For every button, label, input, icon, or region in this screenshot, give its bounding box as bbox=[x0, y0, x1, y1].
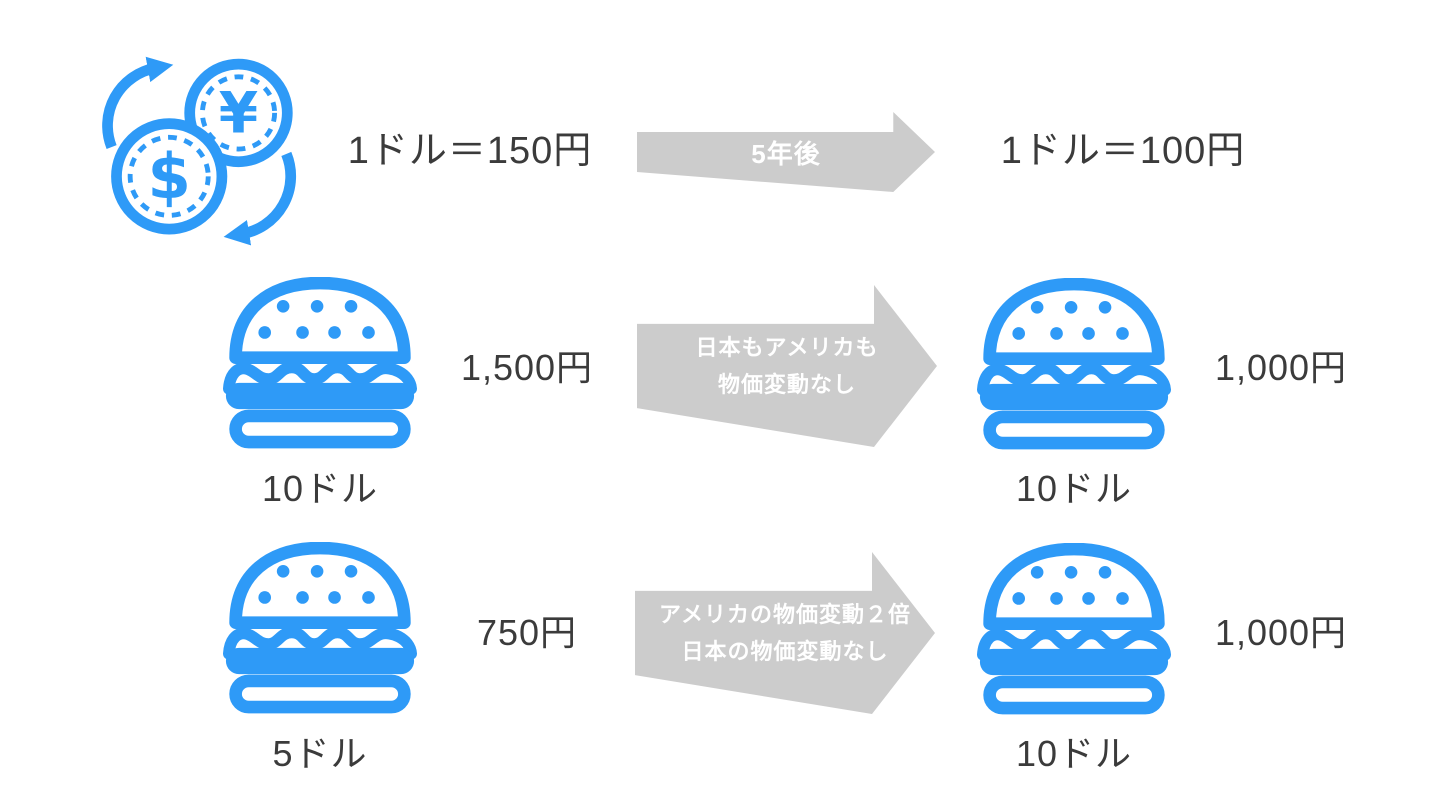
patty bbox=[225, 382, 415, 410]
price-jpy-row1-left: 1,500円 bbox=[460, 347, 594, 388]
cycle-arrow-up-icon bbox=[102, 56, 174, 150]
five-years-arrow: 5年後 bbox=[637, 112, 935, 192]
price-jpy-row1-right: 1,000円 bbox=[1214, 347, 1348, 388]
yen-coin-icon: ¥ bbox=[184, 58, 293, 168]
no-inflation-arrow: 日本もアメリカも 物価変動なし bbox=[637, 285, 937, 447]
cycle-arrow-down-icon bbox=[223, 151, 297, 246]
lettuce bbox=[977, 362, 1171, 396]
price-usd-row1-left: 10ドル bbox=[261, 468, 379, 509]
price-jpy-row2-right: 1,000円 bbox=[1214, 612, 1348, 653]
currency-exchange-icon: ¥ $ bbox=[102, 56, 297, 246]
sesame-seeds bbox=[1012, 300, 1129, 340]
burger-icon bbox=[223, 542, 417, 714]
bun-bottom bbox=[983, 675, 1165, 715]
sesame-seeds bbox=[258, 299, 375, 339]
patty bbox=[979, 383, 1169, 411]
burger-icon bbox=[977, 543, 1171, 715]
burger-icon bbox=[223, 277, 417, 449]
lettuce bbox=[977, 627, 1171, 661]
bun-top bbox=[229, 542, 411, 630]
bun-bottom bbox=[229, 409, 411, 449]
lettuce bbox=[223, 626, 417, 660]
exchange-rate-before: 1ドル＝150円 bbox=[347, 130, 593, 172]
bun-top bbox=[229, 277, 411, 365]
patty bbox=[979, 648, 1169, 676]
yen-symbol: ¥ bbox=[219, 80, 258, 146]
bun-bottom bbox=[983, 410, 1165, 450]
price-usd-row2-left: 5ドル bbox=[272, 733, 368, 774]
bun-top bbox=[983, 543, 1165, 631]
price-jpy-row2-left: 750円 bbox=[476, 612, 578, 653]
bun-top bbox=[983, 278, 1165, 366]
burger-icon bbox=[977, 278, 1171, 450]
lettuce bbox=[223, 361, 417, 395]
sesame-seeds bbox=[258, 564, 375, 604]
bun-bottom bbox=[229, 674, 411, 714]
dollar-symbol: $ bbox=[147, 140, 190, 213]
dollar-coin-icon: $ bbox=[111, 118, 228, 235]
no-inflation-arrow-line1: 日本もアメリカも bbox=[695, 335, 879, 360]
us-inflation-arrow: アメリカの物価変動２倍 日本の物価変動なし bbox=[635, 552, 935, 714]
patty bbox=[225, 647, 415, 675]
five-years-arrow-label: 5年後 bbox=[751, 138, 821, 169]
price-usd-row2-right: 10ドル bbox=[1015, 733, 1133, 774]
no-inflation-arrow-line2: 物価変動なし bbox=[717, 372, 856, 397]
exchange-rate-after: 1ドル＝100円 bbox=[1000, 130, 1246, 172]
us-inflation-arrow-line1: アメリカの物価変動２倍 bbox=[659, 602, 911, 627]
us-inflation-arrow-line2: 日本の物価変動なし bbox=[681, 639, 889, 664]
sesame-seeds bbox=[1012, 565, 1129, 605]
price-usd-row1-right: 10ドル bbox=[1015, 468, 1133, 509]
